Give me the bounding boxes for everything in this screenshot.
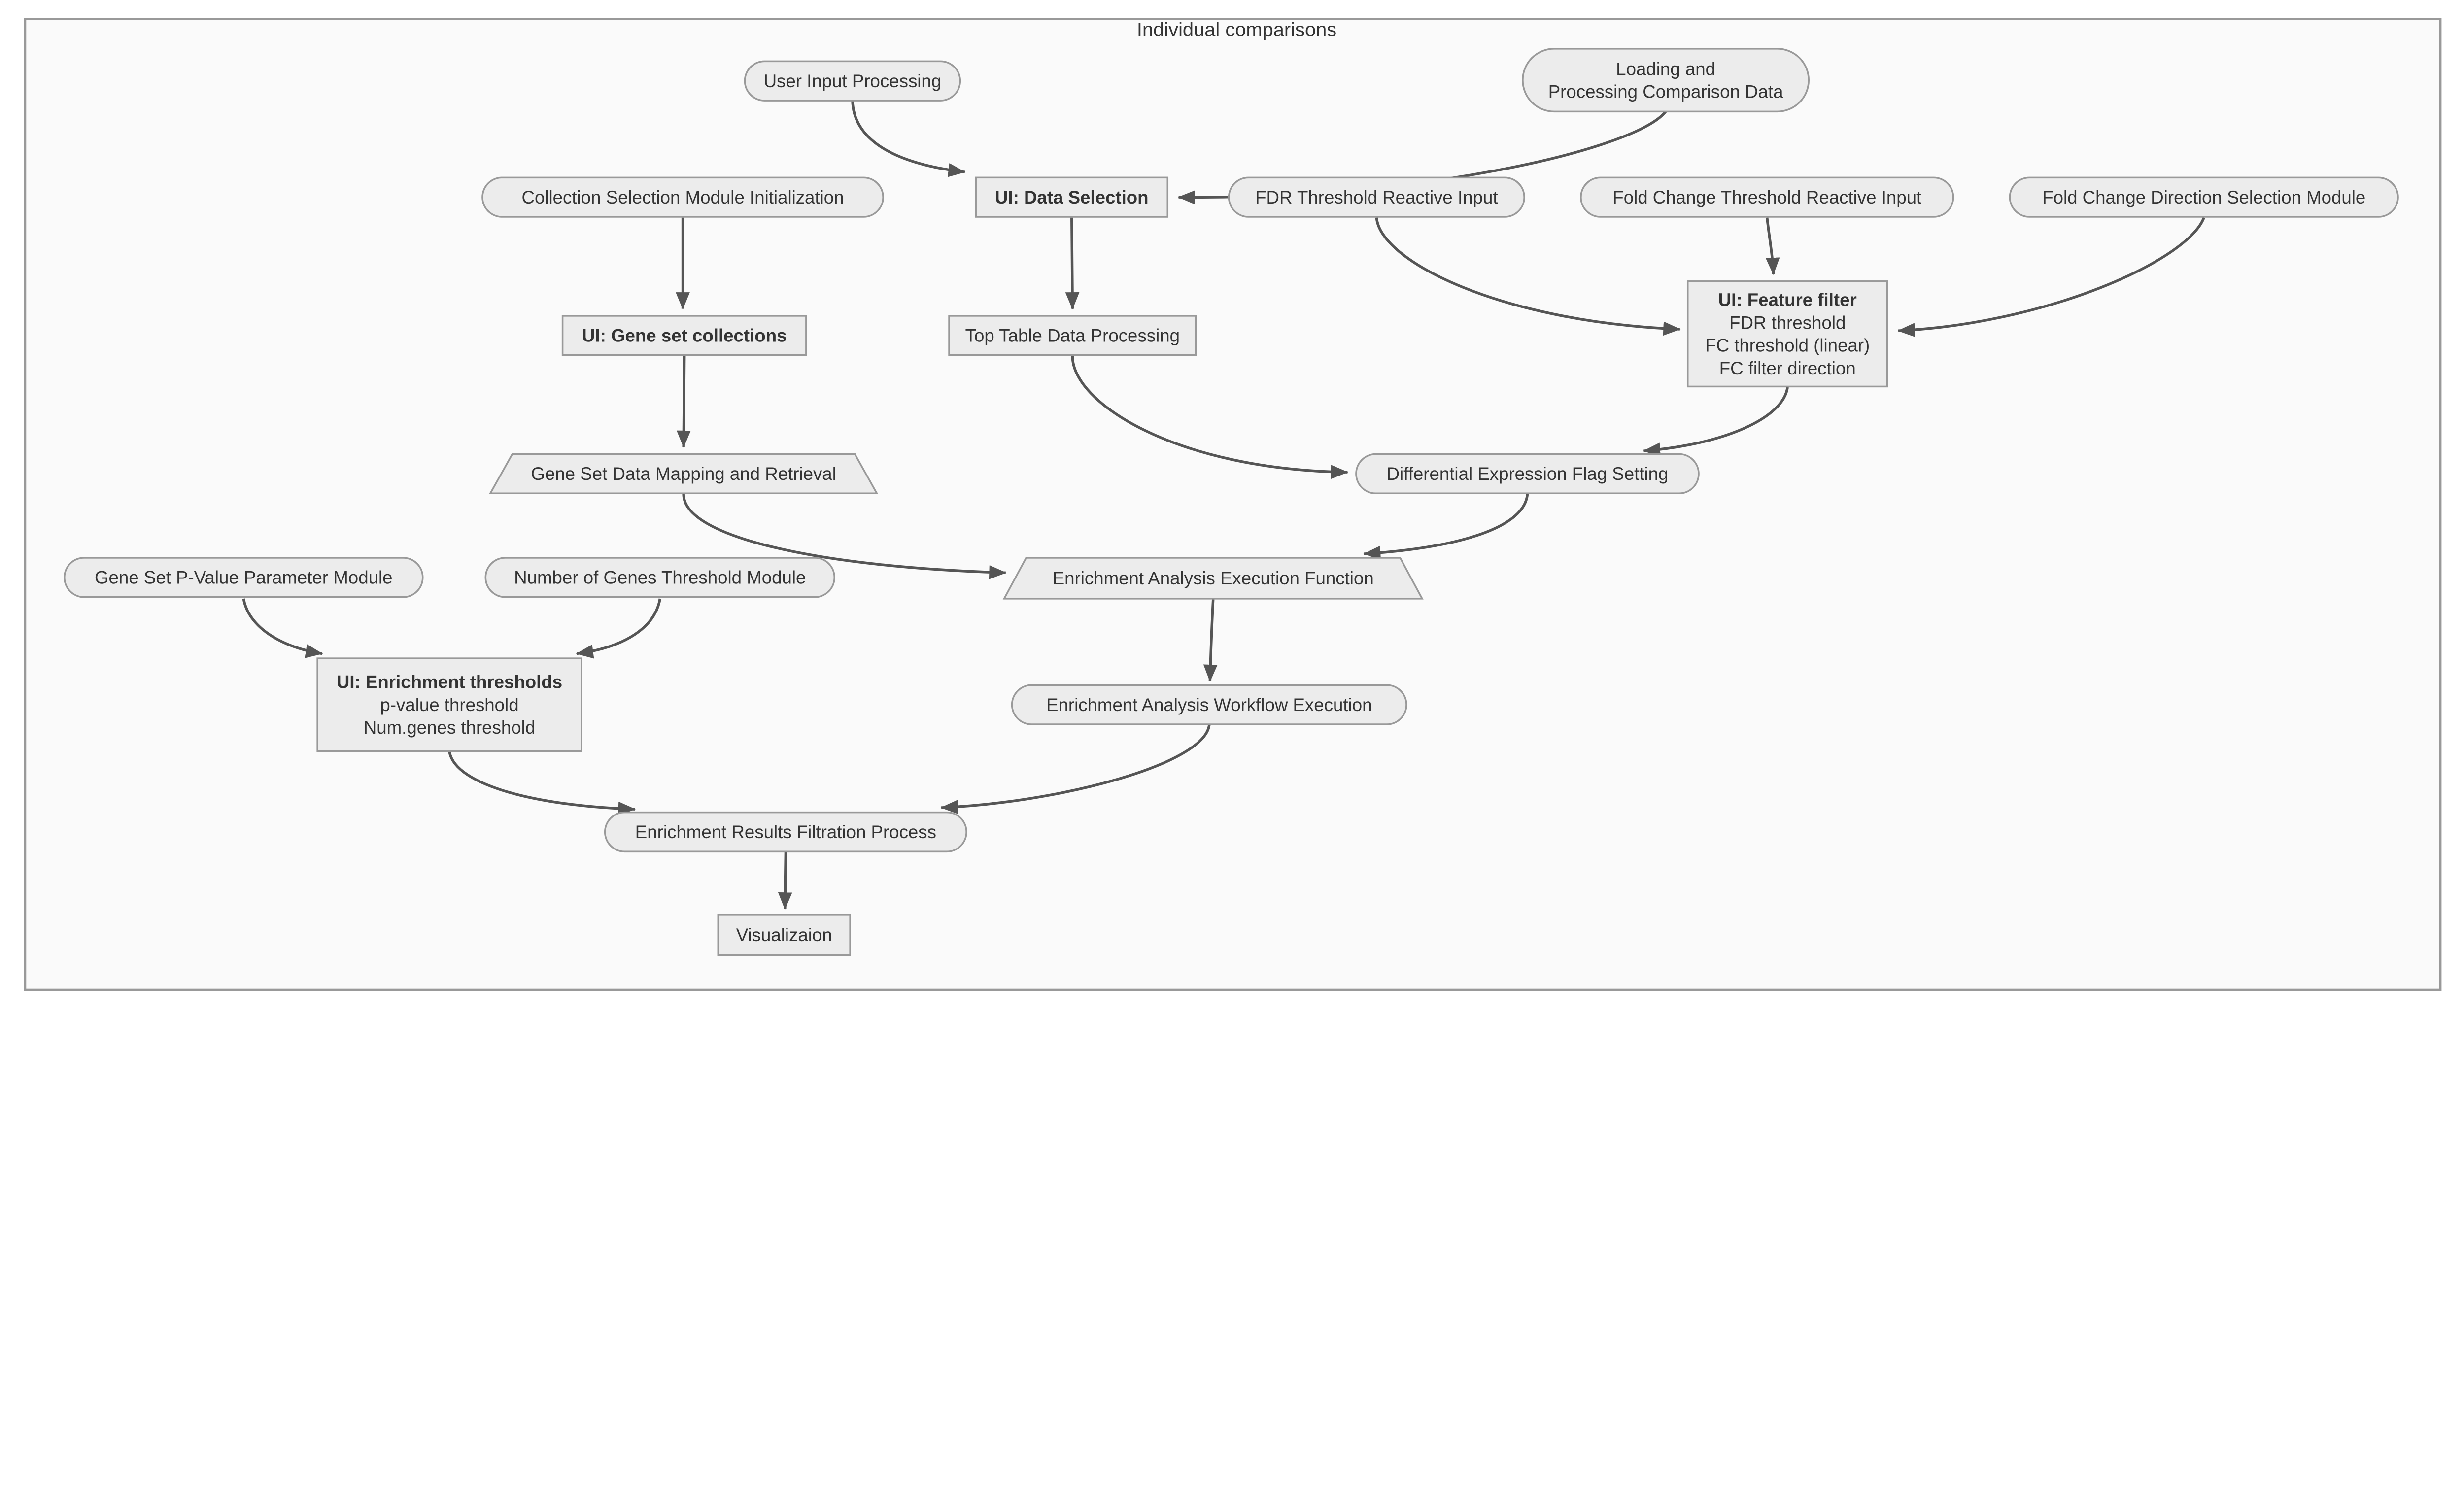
node-enrich-exec-shape [1002,557,1424,600]
node-enrich-filter-shape [604,811,967,853]
edge-enrich-thresholds-to-filter [448,751,636,816]
node-top-table-label: Top Table Data Processing [965,326,1180,346]
edge-top-table-to-diff-flag [1071,356,1348,479]
node-number-of-genes-threshold-module: Number of Genes Threshold Module [484,557,835,598]
node-gene-set-mapping-label: Gene Set Data Mapping and Retrieval [531,464,836,484]
node-collection-init-label: Collection Selection Module Initializati… [521,187,844,207]
node-loading-label-line2: Processing Comparison Data [1548,82,1783,102]
node-diff-expr-flag-label: Differential Expression Flag Setting [1387,464,1669,484]
node-fc-threshold-label: Fold Change Threshold Reactive Input [1612,187,1921,207]
node-fdr-input-shape [1228,176,1525,218]
node-top-table-shape [948,315,1197,356]
node-gene-set-mapping-shape [488,453,879,495]
edge-workflow-to-filter [940,725,1211,814]
edge-filter-to-visualization [778,852,792,910]
edge-data-selection-to-top-table [1065,217,1080,310]
node-loading-label-line1: Loading and [1616,59,1715,79]
node-collection-selection-module-initialization: Collection Selection Module Initializati… [481,176,884,218]
node-enrich-workflow-shape [1011,684,1407,725]
node-ui-gene-set-collections: UI: Gene set collections [561,315,807,356]
node-ui-data-selection-shape [975,176,1169,218]
node-num-genes-threshold-shape [484,557,835,598]
node-num-genes-threshold-label: Number of Genes Threshold Module [514,568,806,588]
node-enrich-filter-label: Enrichment Results Filtration Process [635,822,936,842]
node-gene-set-p-value-parameter-module: Gene Set P-Value Parameter Module [63,557,424,598]
diagram-title: Individual comparisons [1137,19,1336,40]
node-ui-enrich-thresholds-line3: Num.genes threshold [364,717,535,738]
node-fold-change-threshold-reactive-input: Fold Change Threshold Reactive Input [1580,176,1954,218]
comparisons-frame [24,18,2442,991]
node-fc-direction-shape [2009,176,2399,218]
node-ui-feature-filter-shape [1686,280,1888,388]
node-visualization: Visualizaion [717,914,851,956]
flowchart-canvas: Individual comparisons User Input Proces… [24,18,2442,991]
edge-fc-threshold-to-feature-filter [1765,217,1780,275]
node-visualization-label: Visualizaion [736,925,832,945]
edge-mapping-to-enrich-exec [682,494,1007,579]
node-ui-feature-filter-line2: FDR threshold [1729,312,1846,333]
edges [242,101,2205,910]
node-ui-enrich-thresholds-title: UI: Enrichment thresholds [337,672,562,692]
node-enrichment-analysis-workflow-execution: Enrichment Analysis Workflow Execution [1011,684,1407,725]
edge-feature-filter-to-diff-flag [1643,387,1789,457]
node-ui-feature-filter-line3: FC threshold (linear) [1705,336,1870,356]
edge-diff-flag-to-enrich-exec [1363,494,1529,560]
node-ui-enrich-thresholds-shape [316,657,582,752]
node-ui-data-selection-label: UI: Data Selection [995,187,1149,207]
node-user-input-shape [744,60,961,102]
node-fdr-threshold-reactive-input: FDR Threshold Reactive Input [1228,176,1525,218]
node-ui-gene-set-shape [561,315,807,356]
node-gene-set-data-mapping-and-retrieval: Gene Set Data Mapping and Retrieval [488,453,879,495]
edge-enrich-exec-to-workflow [1203,599,1218,682]
node-gene-set-pvalue-shape [63,557,424,598]
node-fc-threshold-shape [1580,176,1954,218]
node-top-table-data-processing: Top Table Data Processing [948,315,1197,356]
node-collection-init-shape [481,176,884,218]
node-gene-set-pvalue-label: Gene Set P-Value Parameter Module [95,568,392,588]
node-diff-expr-flag-shape [1355,453,1700,495]
node-enrichment-analysis-execution-function: Enrichment Analysis Execution Function [1002,557,1424,600]
edge-fc-direction-to-feature-filter [1897,217,2205,337]
node-ui-feature-filter: UI: Feature filter FDR threshold FC thre… [1686,280,1888,388]
node-ui-feature-filter-line4: FC filter direction [1719,358,1856,378]
node-loading-processing-comparison-data: Loading and Processing Comparison Data [1522,48,1810,113]
edge-pvalue-to-enrich-thresholds [242,598,323,658]
node-fc-direction-label: Fold Change Direction Selection Module [2042,187,2365,207]
node-ui-enrich-thresholds-line2: p-value threshold [380,695,518,715]
node-differential-expression-flag-setting: Differential Expression Flag Setting [1355,453,1700,495]
node-user-input-label: User Input Processing [764,71,942,91]
node-fdr-input-label: FDR Threshold Reactive Input [1255,187,1498,207]
node-ui-data-selection: UI: Data Selection [975,176,1169,218]
flowchart-svg: Individual comparisons User Input Proces… [24,18,2442,991]
node-ui-enrichment-thresholds: UI: Enrichment thresholds p-value thresh… [316,657,582,752]
node-enrichment-results-filtration-process: Enrichment Results Filtration Process [604,811,967,853]
node-fold-change-direction-selection-module: Fold Change Direction Selection Module [2009,176,2399,218]
node-ui-gene-set-label: UI: Gene set collections [582,326,787,346]
edge-user-input-to-data-selection [851,101,966,177]
node-ui-feature-filter-title: UI: Feature filter [1718,290,1857,310]
edge-fdr-to-feature-filter [1375,217,1681,336]
node-enrich-exec-label: Enrichment Analysis Execution Function [1053,568,1374,588]
node-loading-shape [1522,48,1810,113]
node-enrich-workflow-label: Enrichment Analysis Workflow Execution [1046,695,1372,715]
node-user-input-processing: User Input Processing [744,60,961,102]
node-visualization-shape [717,914,851,956]
edge-num-genes-to-enrich-thresholds [576,598,661,659]
